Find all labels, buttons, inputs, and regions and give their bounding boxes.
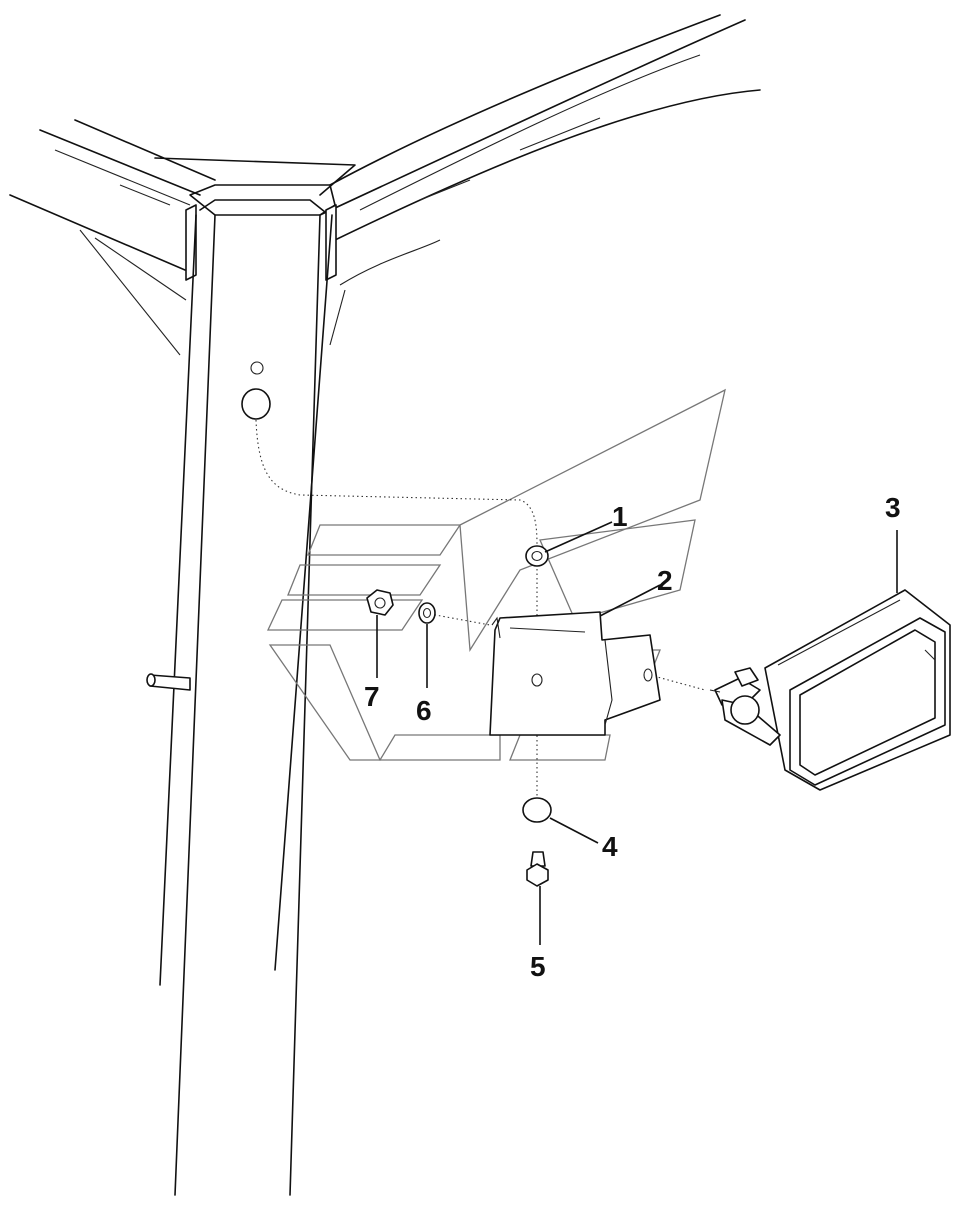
washer-6 bbox=[418, 602, 436, 624]
washer-4 bbox=[522, 797, 552, 823]
nut-7 bbox=[366, 589, 394, 616]
bracket-2 bbox=[489, 611, 661, 736]
work-lamp-3 bbox=[709, 589, 951, 791]
callout-5: 5 bbox=[530, 951, 546, 982]
callout-1: 1 bbox=[612, 501, 628, 532]
callout-4: 4 bbox=[602, 831, 618, 862]
callout-6: 6 bbox=[416, 695, 432, 726]
bolt-5 bbox=[526, 851, 549, 887]
callout-3: 3 bbox=[885, 492, 901, 523]
callout-2: 2 bbox=[657, 565, 673, 596]
vertical-post bbox=[146, 184, 337, 1196]
roof-frame bbox=[9, 14, 761, 356]
washer-1 bbox=[525, 545, 549, 567]
assembly-lines bbox=[255, 419, 706, 800]
callout-7: 7 bbox=[364, 681, 380, 712]
leader-lines bbox=[376, 521, 898, 945]
